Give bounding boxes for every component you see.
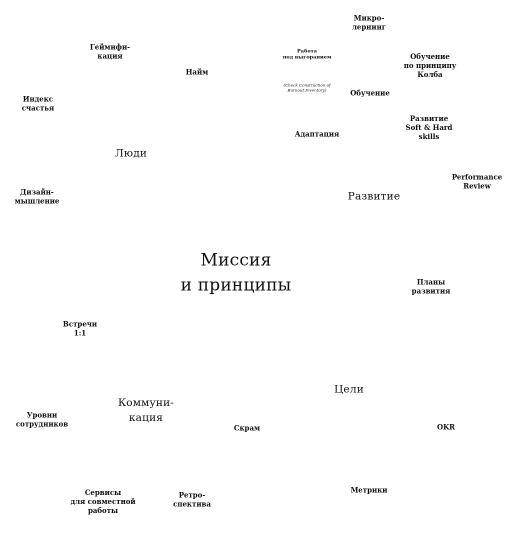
item-burnout-subtitle: (Check Construction of Burnout Inventory… xyxy=(283,82,331,93)
section-development: Развитие xyxy=(347,190,401,203)
item-performance-review: Performance Review xyxy=(451,172,503,190)
item-microlearning: Микро- лернинг xyxy=(351,13,387,31)
item-development-plans: Планы развития xyxy=(411,277,451,295)
section-goals: Цели xyxy=(334,383,364,396)
item-burnout-title: Работа под выгоранием xyxy=(282,48,332,61)
item-scrum: Скрам xyxy=(233,423,261,433)
item-okr: OKR xyxy=(437,422,455,432)
item-employee-levels: Уровни сотрудников xyxy=(15,410,69,428)
item-soft-hard-skills: Развитие Soft & Hard skills xyxy=(405,113,453,141)
item-design-thinking: Дизайн- мышление xyxy=(14,187,60,205)
item-collaboration-services: Сервисы для совместной работы xyxy=(70,487,136,515)
item-kolb-learning: Обучение по принципу Колба xyxy=(403,51,457,79)
section-people: Люди xyxy=(114,147,148,160)
item-one-on-one: Встречи 1:1 xyxy=(62,319,98,337)
item-gamification: Геймифи- кация xyxy=(89,42,131,60)
center-mission-principles: Миссия и принципы xyxy=(180,250,292,295)
item-happiness-index: Индекс счастья xyxy=(21,94,55,112)
item-training: Обучение xyxy=(350,88,390,98)
item-retrospective: Ретро- спектива xyxy=(173,490,211,508)
item-hiring: Найм xyxy=(185,67,209,77)
section-communication: Комму­ни- кация xyxy=(117,396,175,424)
item-metrics: Метрики xyxy=(350,485,388,495)
item-adaptation: Адаптация xyxy=(294,129,340,139)
item-burnout: Работа под выгоранием (Check Constructio… xyxy=(283,29,332,114)
